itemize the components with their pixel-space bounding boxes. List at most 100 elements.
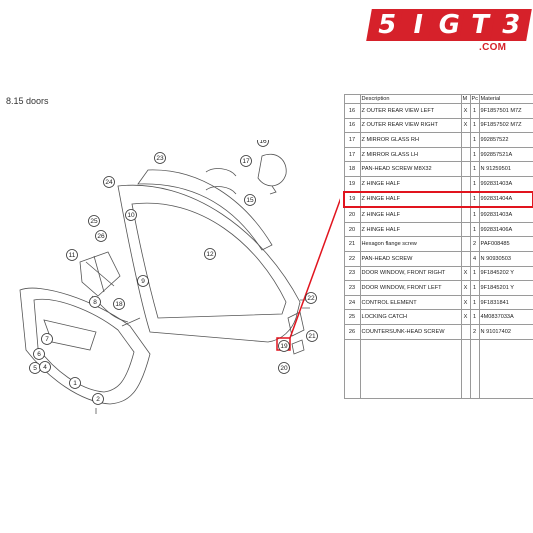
callout-4[interactable]: 4 [39,361,51,373]
callout-12[interactable]: 12 [204,248,216,260]
part-description: Z OUTER REAR VIEW RIGHT [359,117,462,134]
callout-11[interactable]: 11 [66,249,78,261]
callout-label: 8 [93,299,97,306]
part-quantity: 1 [469,146,480,163]
empty-cell [343,338,361,399]
part-description: DOOR WINDOW, FRONT RIGHT [359,265,462,282]
callout-label: 11 [69,252,76,259]
part-number: 22 [343,250,361,267]
part-material-number: 9F1857502 M7Z [478,117,533,134]
logo-letter: 3 [490,9,532,41]
callout-circle [66,249,78,261]
callout-2[interactable]: 2 [92,393,104,405]
callout-7[interactable]: 7 [41,333,53,345]
callout-20[interactable]: 20 [278,362,290,374]
callout-10[interactable]: 10 [125,209,137,221]
door-window-shape [137,169,273,251]
part-number: 17 [343,146,361,163]
callout-label: 6 [37,351,41,358]
callout-label: 9 [141,278,145,285]
empty-cell [460,338,471,399]
part-description: Z HINGE HALF [359,175,462,193]
part-quantity: 1 [469,103,480,119]
part-m-flag: X [460,117,471,134]
callout-label: 26 [97,233,105,240]
part-quantity: 1 [469,161,480,177]
part-material-number: 992831403A [478,206,533,223]
part-description: PAN-HEAD SCREW [359,250,462,267]
part-material-number: N 91017402 [478,323,533,340]
part-number: 25 [343,309,361,325]
header-description: Description [359,94,462,104]
part-quantity: 1 [469,280,480,296]
section-title: 8.15 doors [6,96,49,106]
logo-domain-suffix: .COM [479,42,507,53]
callout-17[interactable]: 17 [240,155,252,167]
callout-6[interactable]: 6 [33,348,45,360]
callout-8[interactable]: 8 [89,296,101,308]
callout-9[interactable]: 9 [137,275,149,287]
part-material-number: 992831403A [478,175,533,193]
callout-22[interactable]: 22 [305,292,317,304]
parts-table-empty-row [343,338,533,399]
callout-25[interactable]: 25 [88,215,100,227]
part-m-flag [460,190,471,209]
callout-19[interactable]: 19 [278,340,290,352]
callout-26[interactable]: 26 [95,230,107,242]
part-number: 16 [343,117,361,134]
callout-circle [306,330,318,342]
window-regulator-shape [79,251,121,297]
part-material-number: 9F1831841 [478,294,533,311]
part-number: 23 [343,265,361,282]
callout-21[interactable]: 21 [306,330,318,342]
callout-1[interactable]: 1 [69,377,81,389]
callout-18[interactable]: 18 [113,298,125,310]
callout-circle [69,377,81,389]
hinge-shape [287,311,305,337]
part-m-flag [460,161,471,177]
callout-24[interactable]: 24 [103,176,115,188]
brand-logo[interactable]: 5 I G T 3 .COM [366,9,532,57]
callout-15[interactable]: 15 [244,194,256,206]
callout-5[interactable]: 5 [29,362,41,374]
callout-label: 7 [45,336,49,343]
callout-circle [244,194,256,206]
part-m-flag [460,250,471,267]
part-material-number: 992831406A [478,221,533,238]
parts-table-header: Description M Pc Material [343,94,533,104]
mirror-shape [257,153,287,187]
callout-circle [41,333,53,345]
part-description: COUNTERSUNK-HEAD SCREW [359,323,462,340]
callout-16[interactable]: 16 [257,140,269,147]
part-m-flag [460,132,471,148]
callout-label: 12 [206,251,214,258]
callout-circle [89,296,101,308]
callout-23[interactable]: 23 [154,152,166,164]
part-m-flag [460,221,471,238]
callout-circle [305,292,317,304]
part-number: 20 [343,206,361,223]
part-quantity: 1 [469,117,480,134]
part-number: 24 [343,294,361,311]
callout-circle [154,152,166,164]
part-description: Z MIRROR GLASS RH [359,132,462,148]
door-frame-shape [117,184,301,343]
callout-circle [204,248,216,260]
callout-label: 25 [90,218,98,225]
